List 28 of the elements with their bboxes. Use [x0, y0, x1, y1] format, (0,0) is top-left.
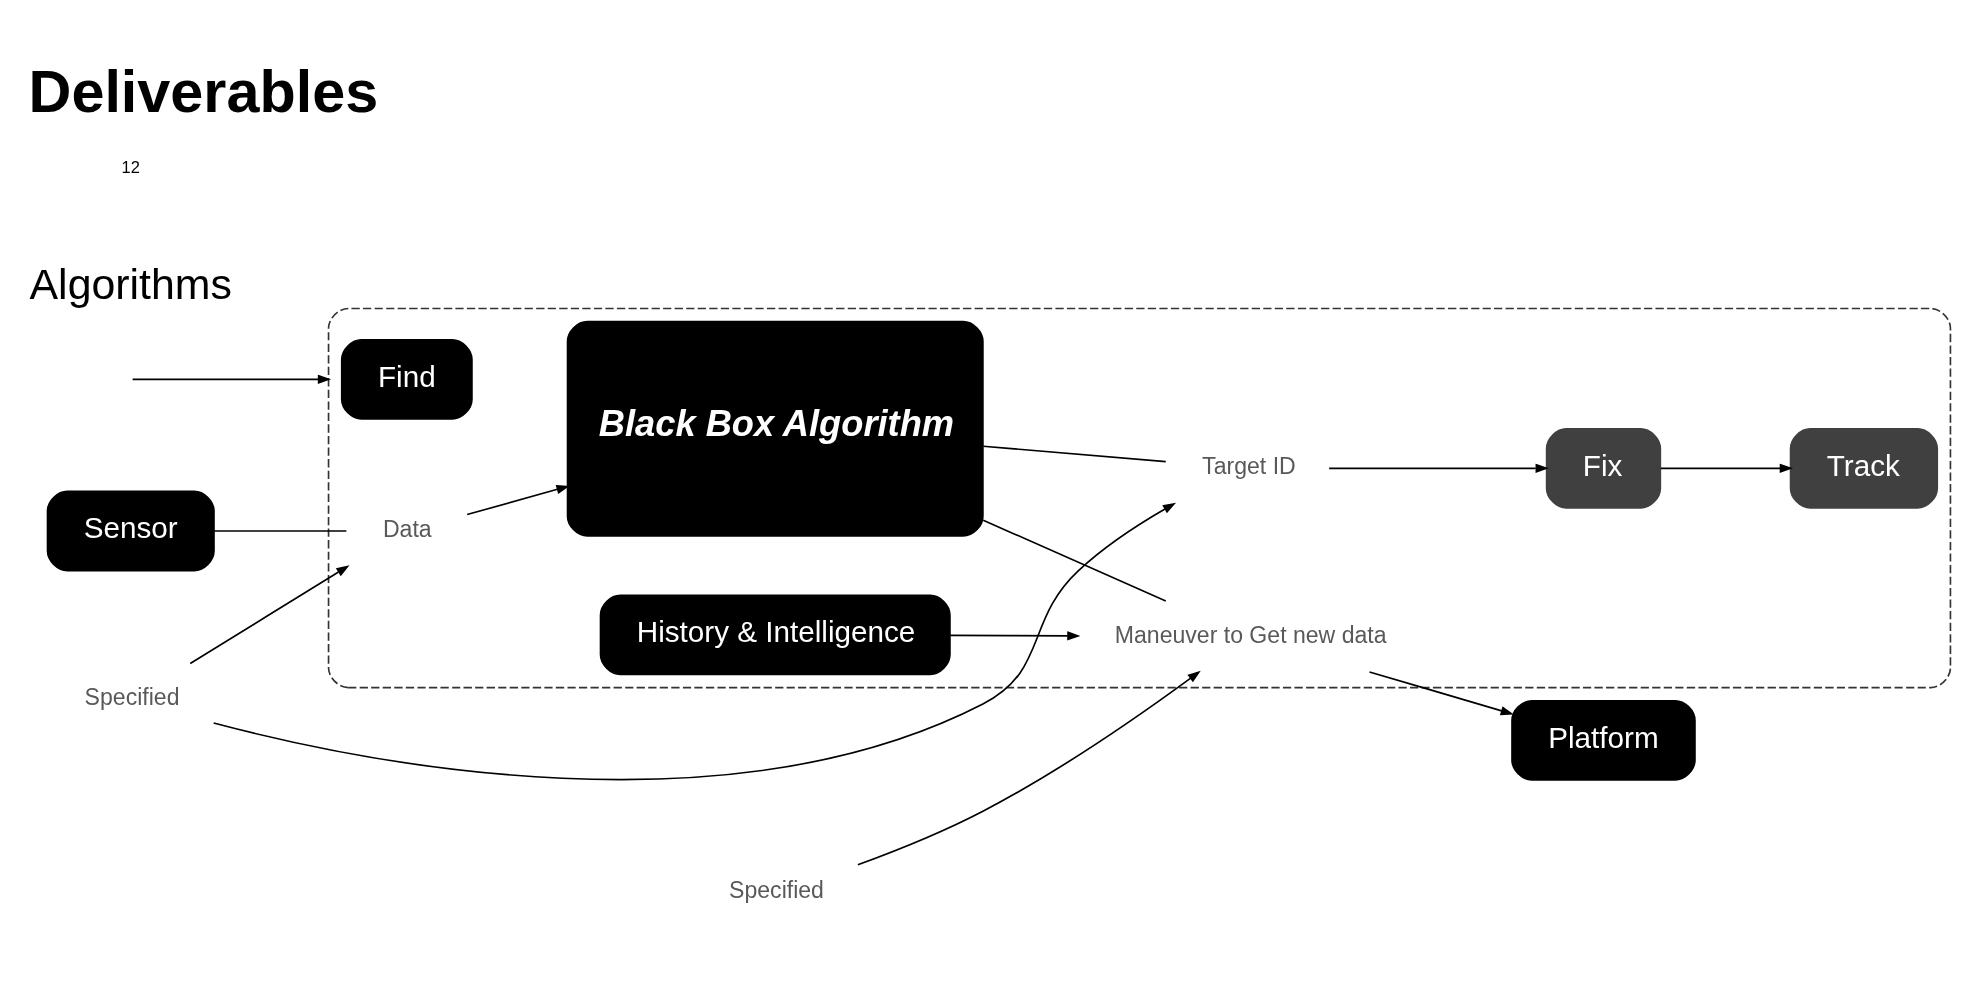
connector: [982, 519, 1167, 602]
connector: [213, 530, 348, 532]
arrow: [466, 485, 570, 516]
node-box: Track: [1789, 428, 1939, 509]
node-text: Specified: [84, 684, 180, 711]
arrow: [1368, 671, 1514, 716]
node-box: Sensor: [46, 490, 215, 572]
label: Algorithms: [29, 260, 232, 309]
arrow: [1328, 463, 1549, 473]
arrow: [1660, 463, 1793, 473]
cluster: [327, 307, 1952, 689]
connector: [982, 445, 1167, 463]
arrow: [212, 502, 1177, 781]
diagram-title: Deliverables: [28, 58, 379, 126]
node-box: Fix: [1545, 428, 1662, 509]
arrow: [189, 565, 350, 665]
node-text: Data: [382, 516, 432, 543]
node-text: Specified: [729, 877, 824, 904]
node-text: Maneuver to Get new data: [1114, 621, 1387, 648]
node-box: Find: [340, 338, 473, 420]
node-box: Black Box Algorithm: [566, 320, 984, 537]
node-box: Platform: [1511, 699, 1696, 781]
node-text: Target ID: [1202, 453, 1296, 480]
arrow: [131, 374, 332, 384]
label: 12: [121, 157, 140, 176]
node-box: History & Intelligence: [599, 594, 951, 676]
arrow: [857, 670, 1201, 866]
arrow: [949, 631, 1081, 641]
